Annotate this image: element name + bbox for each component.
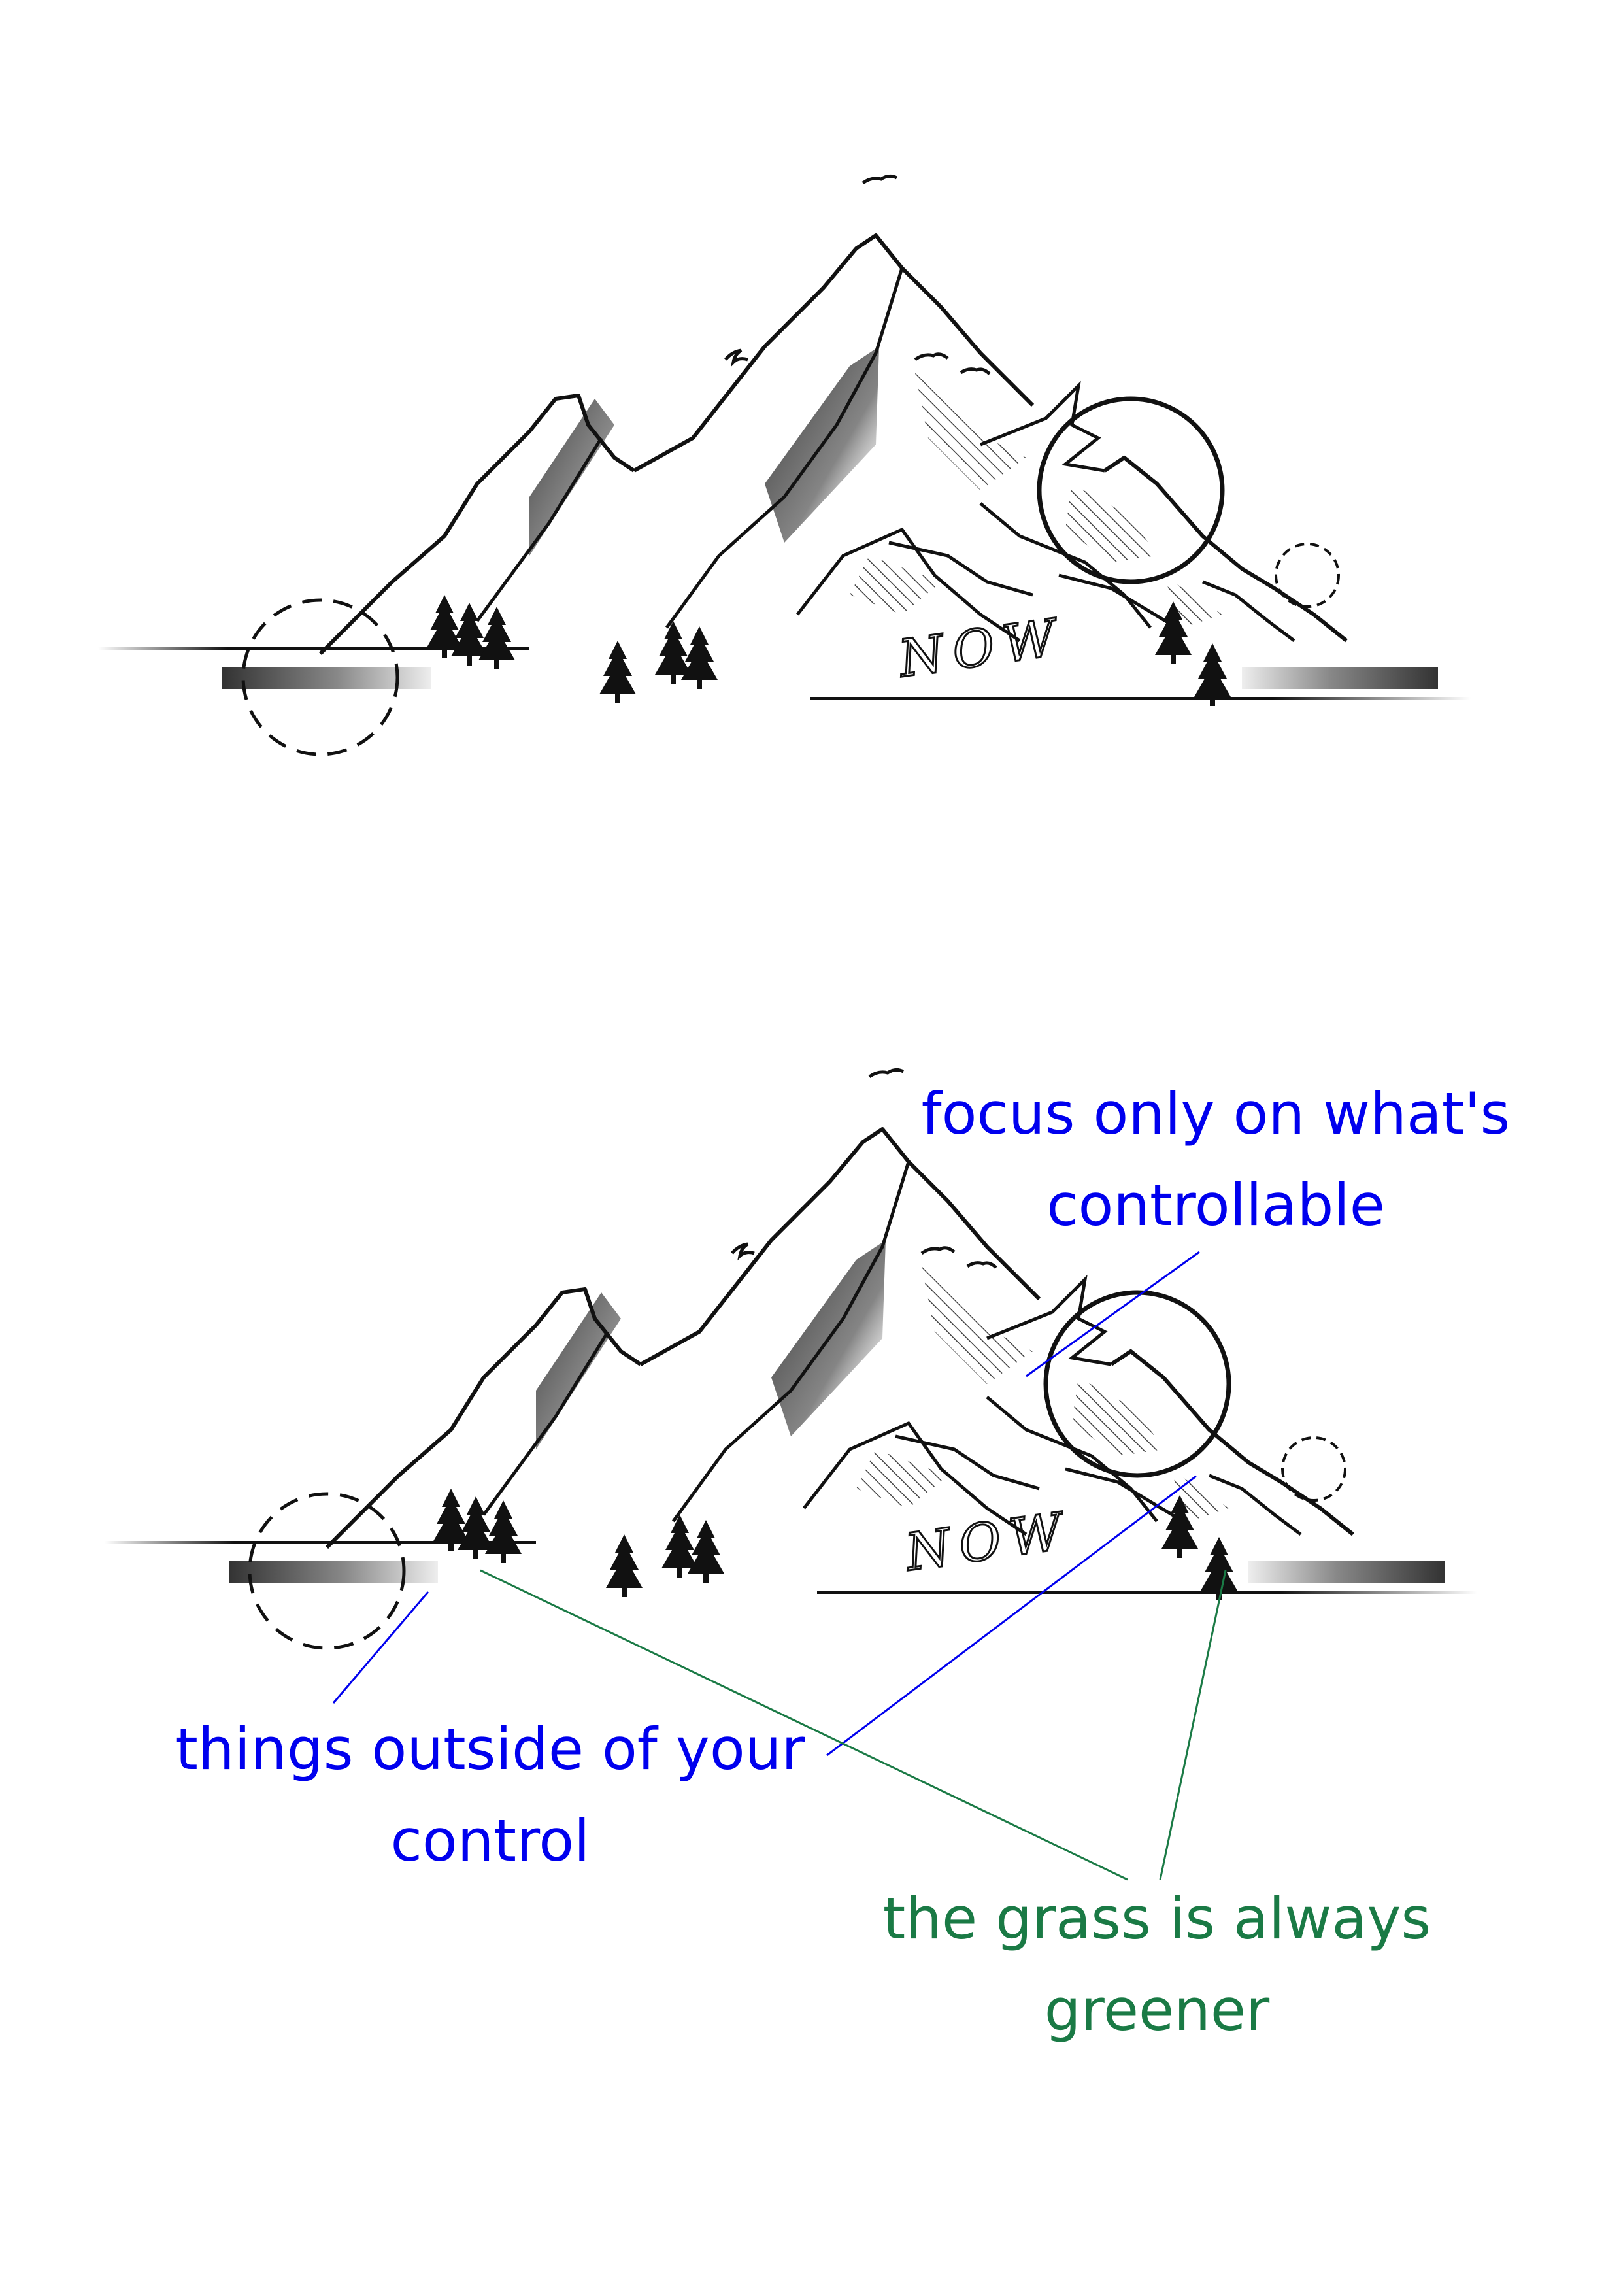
grass-annotation-line-1: the grass is always <box>882 1885 1431 1952</box>
focus-annotation-line-1: focus only on what's <box>921 1080 1511 1147</box>
grass-leader-line-left <box>480 1569 1128 1881</box>
focus-leader-line <box>1026 1251 1200 1377</box>
outside-annotation-line-2: control <box>390 1807 590 1874</box>
grass-annotation: the grass is always greener <box>830 1873 1484 2056</box>
now-word-top: NOW <box>894 607 1068 689</box>
outside-annotation-line-1: things outside of your <box>175 1715 805 1783</box>
outside-leader-line-left <box>332 1591 429 1704</box>
focus-annotation-line-2: controllable <box>1046 1172 1385 1239</box>
grass-leader-line-right <box>1159 1570 1227 1880</box>
mountain-drawing-top <box>98 176 1471 754</box>
now-word-annotated: NOW <box>901 1501 1075 1583</box>
outside-leader-line-right <box>826 1475 1197 1757</box>
outside-annotation: things outside of your control <box>131 1704 850 1887</box>
grass-annotation-line-2: greener <box>1044 1976 1270 2044</box>
focus-annotation: focus only on what's controllable <box>869 1068 1562 1251</box>
